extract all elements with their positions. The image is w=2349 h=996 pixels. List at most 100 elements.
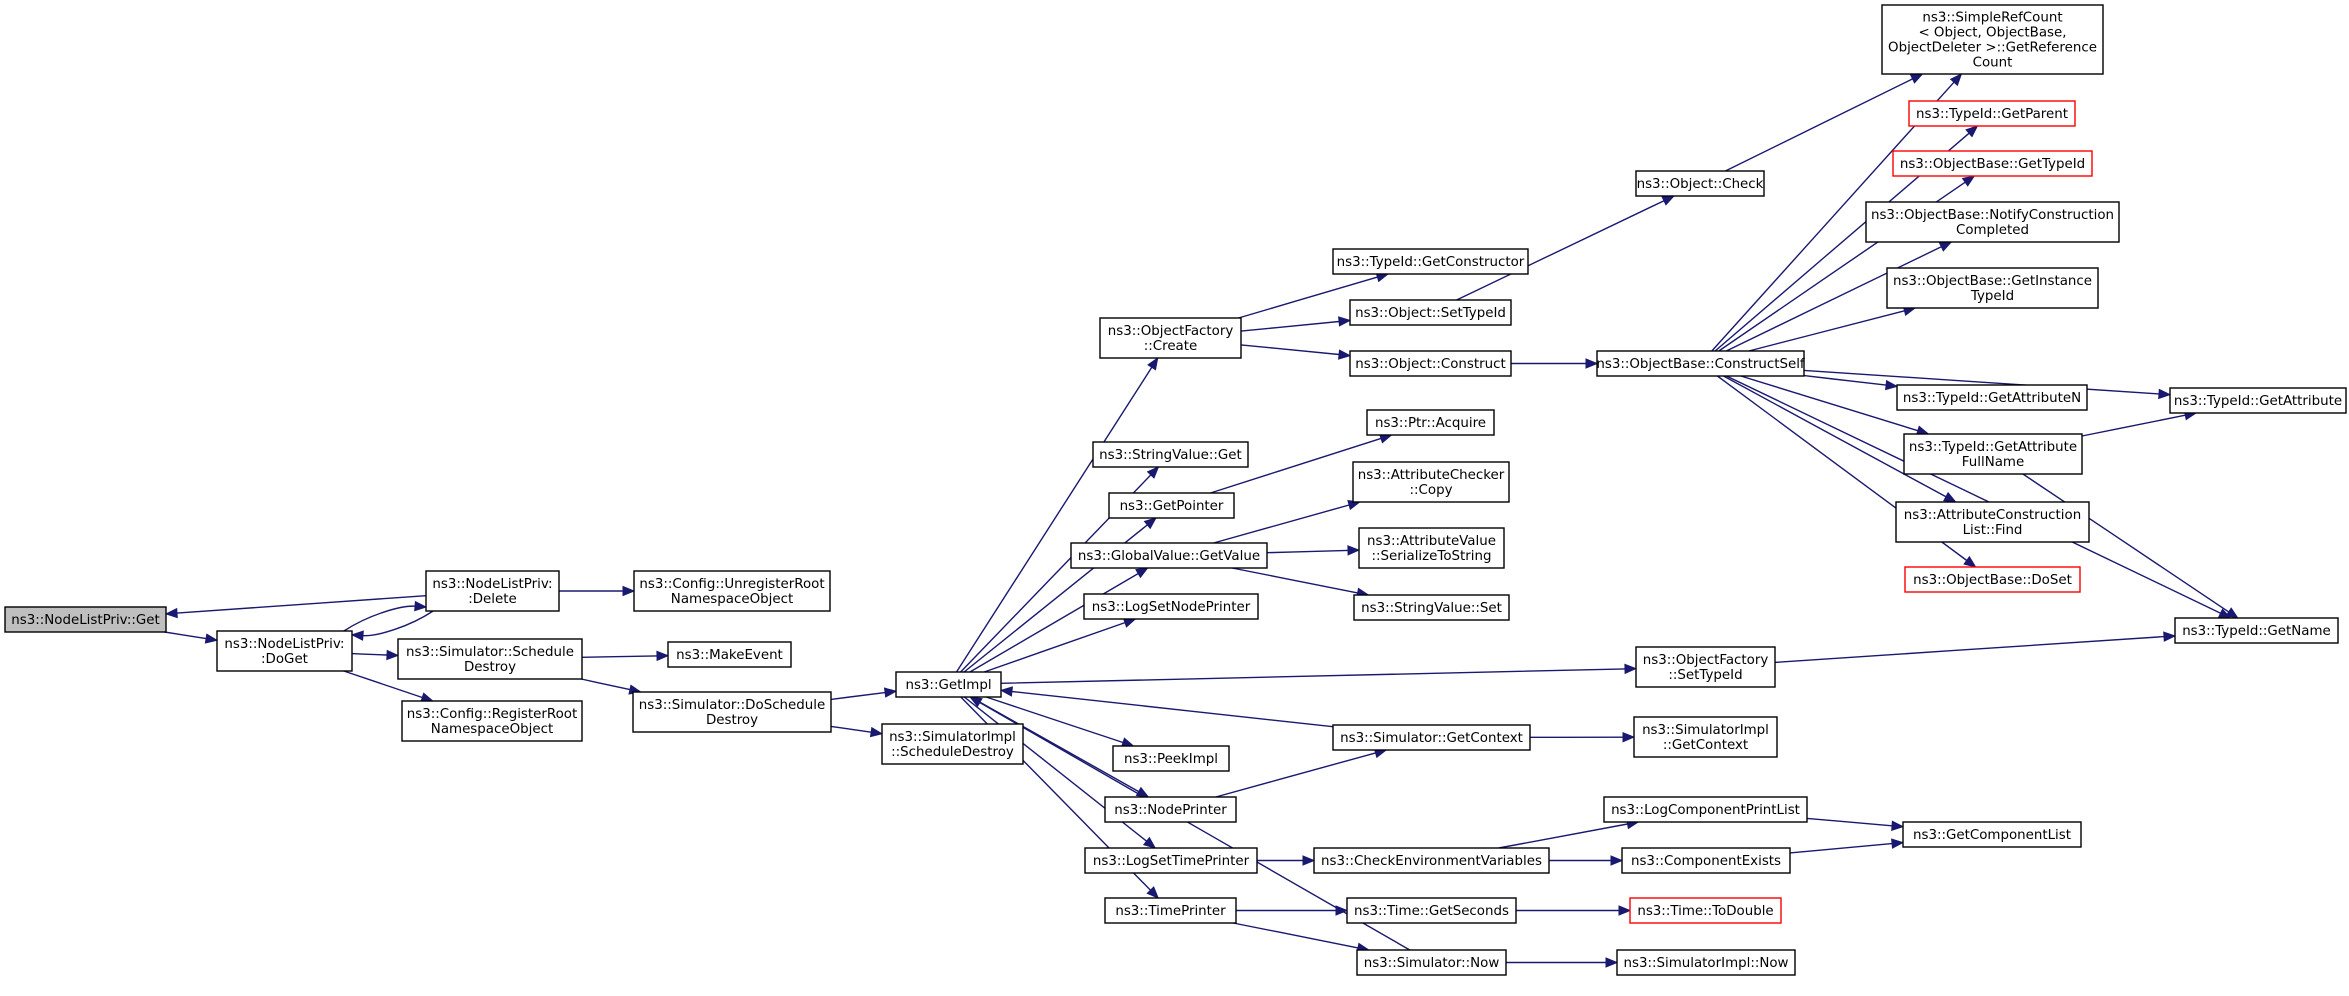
node-label: ns3::AttributeConstruction [1904,508,2081,523]
arrowhead-icon [2163,631,2177,642]
arrowhead-icon [204,633,219,644]
node-logsetnodeprinter[interactable]: ns3::LogSetNodePrinter [1083,593,1259,620]
node-time-todouble[interactable]: ns3::Time::ToDouble [1629,897,1782,924]
node-objectbase-gettypeid[interactable]: ns3::ObjectBase::GetTypeId [1892,150,2093,177]
call-edge-getimpl-to-logsettimeprinter [963,696,1157,849]
node-attrchecker-copy[interactable]: ns3::AttributeChecker::Copy [1352,461,1510,503]
node-objectfactory-settypeid[interactable]: ns3::ObjectFactory::SetTypeId [1635,646,1776,688]
node-nodeprinter[interactable]: ns3::NodePrinter [1104,796,1237,823]
node-getimpl[interactable]: ns3::GetImpl [895,671,1002,698]
node-typeid-getconstructor[interactable]: ns3::TypeId::GetConstructor [1332,248,1529,275]
node-label: ns3::ObjectBase::DoSet [1913,573,2072,588]
edge-line [362,610,434,637]
call-edge-typeid_getattributefullname-to-typeid_getattribute [2081,410,2198,437]
call-edge-componentexists-to-getcomponentlist [1789,838,1905,854]
node-getpointer[interactable]: ns3::GetPointer [1108,492,1235,519]
node-nodelistpriv-doget[interactable]: ns3::NodeListPriv::DoGet [216,630,353,672]
node-typeid-getattribute[interactable]: ns3::TypeId::GetAttribute [2169,387,2347,414]
edge-line [1456,200,1665,301]
node-box [1092,441,1249,468]
node-objectbase-notify[interactable]: ns3::ObjectBase::NotifyConstructionCompl… [1865,201,2120,243]
edge-line [1011,690,1334,728]
node-object-check[interactable]: ns3::Object::Check [1635,170,1765,197]
node-time-getseconds[interactable]: ns3::Time::GetSeconds [1346,897,1517,924]
call-edge-simulator_getcontext-to-simimpl_getcontext [1529,731,1636,743]
node-typeid-getparent[interactable]: ns3::TypeId::GetParent [1908,100,2076,127]
arrowhead-icon [1618,905,1632,916]
edge-line [830,691,886,701]
call-edge-simulator_scheduledestroy-to-simulator_doscheduledestroy [581,678,643,695]
node-box [633,570,831,612]
node-componentexists[interactable]: ns3::ComponentExists [1621,847,1791,874]
node-stringvalue-get[interactable]: ns3::StringValue::Get [1092,441,1249,468]
node-objectfactory-create[interactable]: ns3::ObjectFactory::Create [1099,317,1242,359]
node-object-settypeid[interactable]: ns3::Object::SetTypeId [1349,299,1512,326]
node-simulator-scheduledestroy[interactable]: ns3::Simulator::ScheduleDestroy [397,638,583,680]
node-label: ns3::Object::SetTypeId [1355,306,1506,321]
edge-line [1725,246,1942,352]
node-logcomponentprintlist[interactable]: ns3::LogComponentPrintList [1603,796,1808,823]
edge-line [581,655,658,658]
node-simulator-now[interactable]: ns3::Simulator::Now [1356,949,1507,976]
node-config-unregister[interactable]: ns3::Config::UnregisterRootNamespaceObje… [633,570,831,612]
node-box [1892,150,2093,177]
edge-line [164,631,207,640]
edge-line [985,696,1124,744]
node-label: ns3::TypeId::GetName [2182,624,2331,639]
node-nodelistpriv-delete[interactable]: ns3::NodeListPriv::Delete [425,570,560,612]
node-simimpl-scheduledestroy[interactable]: ns3::SimulatorImpl::ScheduleDestroy [881,723,1024,765]
node-label: ns3::Simulator::Schedule [406,645,574,660]
node-simimpl-now[interactable]: ns3::SimulatorImpl::Now [1616,949,1796,976]
node-label: ::SetTypeId [1668,668,1742,683]
node-label: Destroy [706,713,758,728]
node-box [1070,542,1268,569]
node-logsettimeprinter[interactable]: ns3::LogSetTimePrinter [1084,847,1258,874]
node-simulator-getcontext[interactable]: ns3::Simulator::GetContext [1332,724,1531,751]
node-label: ns3::ComponentExists [1631,854,1781,869]
edge-line [1233,922,1359,949]
node-label: ::GetContext [1663,738,1748,753]
node-simplerefcount[interactable]: ns3::SimpleRefCount< Object, ObjectBase,… [1881,4,2104,75]
node-timeprinter[interactable]: ns3::TimePrinter [1104,897,1237,924]
node-ptr-acquire[interactable]: ns3::Ptr::Acquire [1366,409,1495,436]
node-simimpl-getcontext[interactable]: ns3::SimulatorImpl::GetContext [1633,716,1778,758]
node-objectbase-doset[interactable]: ns3::ObjectBase::DoSet [1904,566,2081,593]
node-globalvalue-getvalue[interactable]: ns3::GlobalValue::GetValue [1070,542,1268,569]
node-label: FullName [1962,455,2024,470]
node-box [1346,897,1517,924]
node-nodelistpriv-get[interactable]: ns3::NodeListPriv::Get [4,606,167,633]
node-objectbase-constructself[interactable]: ns3::ObjectBase::ConstructSelf [1596,350,1805,377]
call-edge-objectfactory_create-to-object_construct [1240,344,1352,360]
call-edge-globalvalue_getvalue-to-attrchecker_copy [1213,500,1361,544]
node-box [4,606,167,633]
node-typeid-getattributen[interactable]: ns3::TypeId::GetAttributeN [1896,384,2088,411]
node-box [667,641,792,668]
node-attrvalue-serialize[interactable]: ns3::AttributeValue::SerializeToString [1358,527,1505,569]
node-label: ::Create [1144,339,1198,354]
edge-line [1240,320,1340,332]
node-object-construct[interactable]: ns3::Object::Construct [1349,350,1512,377]
node-label: ns3::NodeListPriv: [432,577,552,592]
node-peekimpl[interactable]: ns3::PeekImpl [1112,745,1230,772]
edge-line [1803,374,1887,386]
node-stringvalue-set[interactable]: ns3::StringValue::Set [1353,594,1510,621]
node-label: ns3::SimpleRefCount [1922,11,2062,26]
node-box [1356,949,1507,976]
arrowhead-icon [869,726,884,738]
edge-line [830,725,872,733]
node-getcomponentlist[interactable]: ns3::GetComponentList [1902,821,2082,848]
node-label: ns3::Config::UnregisterRoot [639,577,824,592]
arrowhead-icon [1302,855,1316,866]
node-label: ns3::NodeListPriv: [224,637,344,652]
node-label: ns3::GetComponentList [1913,828,2071,843]
edge-line [983,621,1126,673]
node-checkenv[interactable]: ns3::CheckEnvironmentVariables [1313,847,1550,874]
node-makeevent[interactable]: ns3::MakeEvent [667,641,792,668]
node-typeid-getname[interactable]: ns3::TypeId::GetName [2174,617,2339,644]
node-label: ns3::AttributeValue [1367,534,1496,549]
